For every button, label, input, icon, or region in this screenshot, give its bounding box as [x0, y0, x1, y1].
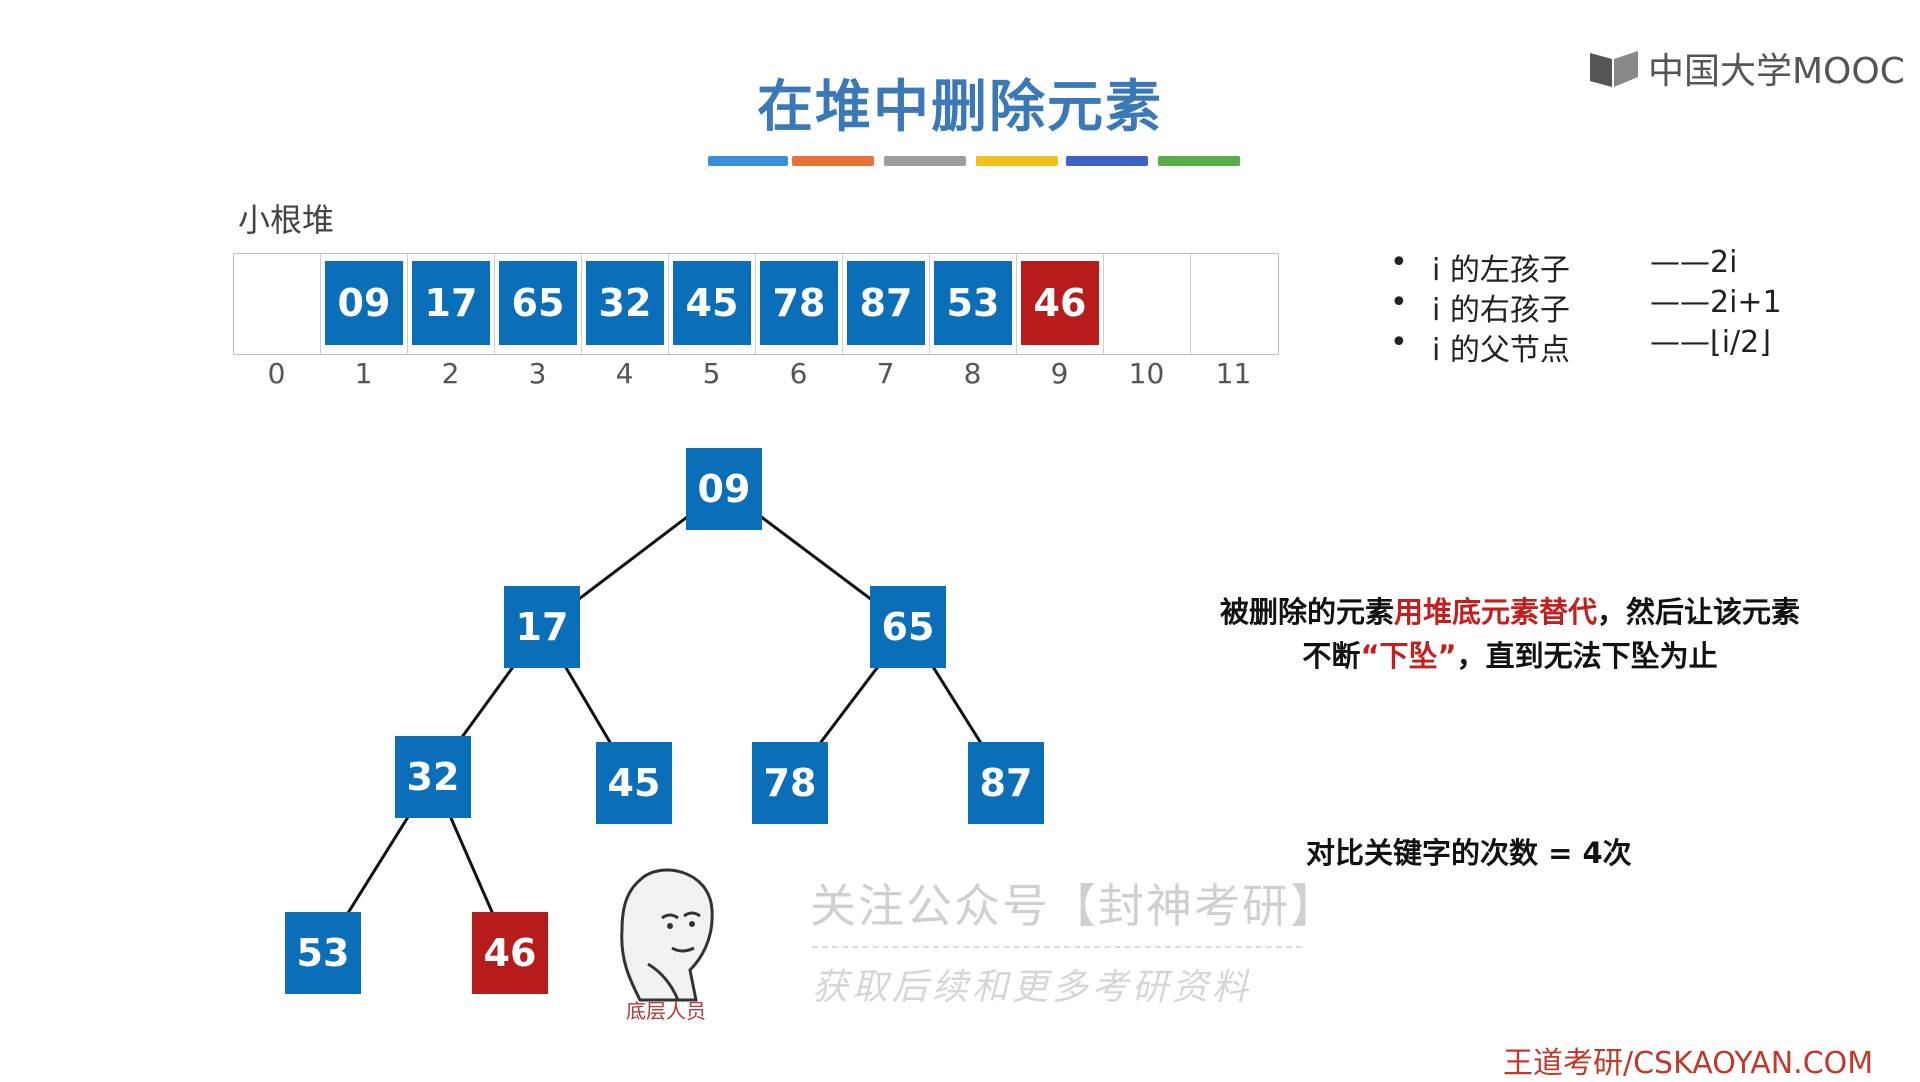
array-index-label: 3 [528, 357, 547, 390]
heap-label: 小根堆 [238, 201, 335, 239]
array-index-label: 4 [615, 357, 634, 390]
array-cell [1104, 254, 1191, 354]
title-color-bar [792, 156, 874, 166]
array-index-label: 8 [963, 357, 982, 390]
array-cell-value: 78 [760, 261, 838, 345]
book-icon [1590, 51, 1638, 87]
array-cell-value: 65 [499, 261, 577, 345]
formula-label: i 的父节点 [1432, 333, 1570, 368]
description-text: 被删除的元素用堆底元素替代，然后让该元素不断“下坠”，直到无法下坠为止 [1210, 590, 1810, 678]
array-index-label: 5 [702, 357, 721, 390]
formula-value: ——2i+1 [1650, 285, 1782, 320]
tree-node: 65 [870, 586, 946, 668]
array-index-label: 6 [789, 357, 808, 390]
tree-node: 45 [596, 742, 672, 824]
array-cell: 09 [321, 254, 408, 354]
array-cell-value: 45 [673, 261, 751, 345]
title-color-bar [976, 156, 1058, 166]
tree-node: 53 [285, 912, 361, 994]
slide-title: 在堆中删除元素 [757, 75, 1163, 140]
tree-node: 09 [686, 448, 762, 530]
description-part1: 被删除的元素 [1219, 595, 1394, 629]
array-index-label: 0 [267, 357, 286, 390]
array-cell-value: 46 [1021, 261, 1099, 345]
array-cell: 87 [843, 254, 930, 354]
formula-label: i 的右孩子 [1432, 293, 1570, 328]
formula-bullet: • [1390, 245, 1408, 280]
tree-node: 78 [752, 742, 828, 824]
array-cell: 65 [495, 254, 582, 354]
array-index-label: 9 [1050, 357, 1069, 390]
array-cell: 53 [930, 254, 1017, 354]
tree-node: 32 [395, 736, 471, 818]
array-cell-value: 32 [586, 261, 664, 345]
tree-node: 46 [472, 912, 548, 994]
watermark-line1: 关注公众号【封神考研】 [810, 879, 1338, 933]
compare-count: 对比关键字的次数 = 4次 [1306, 836, 1632, 870]
array-index-label: 1 [354, 357, 373, 390]
formula-value: ——2i [1650, 245, 1738, 280]
array-index-label: 2 [441, 357, 460, 390]
array-cell: 78 [756, 254, 843, 354]
array-cell-value: 09 [325, 261, 403, 345]
footer-brand: 王道考研/CSKAOYAN.COM [1503, 1046, 1874, 1081]
watermark-divider [812, 946, 1302, 948]
title-color-bar [708, 156, 788, 166]
array-cell-value: 87 [847, 261, 925, 345]
watermark-line2: 获取后续和更多考研资料 [812, 967, 1253, 1008]
brand-logo: 中国大学MOOC [1588, 44, 1905, 92]
description-part4: “下坠” [1360, 639, 1457, 673]
description-part3: ，然后让该元素不断 [1302, 595, 1801, 673]
meme-caption: 底层人员 [626, 999, 706, 1023]
title-color-bar [1066, 156, 1148, 166]
array-cell: 32 [582, 254, 669, 354]
array-cell: 45 [669, 254, 756, 354]
formula-bullet: • [1390, 325, 1408, 360]
array-index-label: 10 [1128, 357, 1165, 390]
meme-face-icon [620, 868, 714, 1002]
brand-logo-text: 中国大学MOOC [1648, 51, 1905, 92]
array-cell: 17 [408, 254, 495, 354]
tree-node: 87 [968, 742, 1044, 824]
array-index-label: 11 [1215, 357, 1252, 390]
formula-value: ——⌊i/2⌋ [1650, 325, 1771, 360]
formula-bullet: • [1390, 285, 1408, 320]
description-part2: 用堆底元素替代 [1393, 595, 1597, 629]
array-index-label: 7 [876, 357, 895, 390]
formula-label: i 的左孩子 [1432, 253, 1570, 288]
title-color-bar [884, 156, 966, 166]
array-cell-value: 17 [412, 261, 490, 345]
array-cell-value: 53 [934, 261, 1012, 345]
array-cell: 46 [1017, 254, 1104, 354]
tree-node: 17 [504, 586, 580, 668]
array-cell [234, 254, 321, 354]
title-color-bar [1158, 156, 1240, 166]
description-part5: ，直到无法下坠为止 [1456, 639, 1718, 673]
